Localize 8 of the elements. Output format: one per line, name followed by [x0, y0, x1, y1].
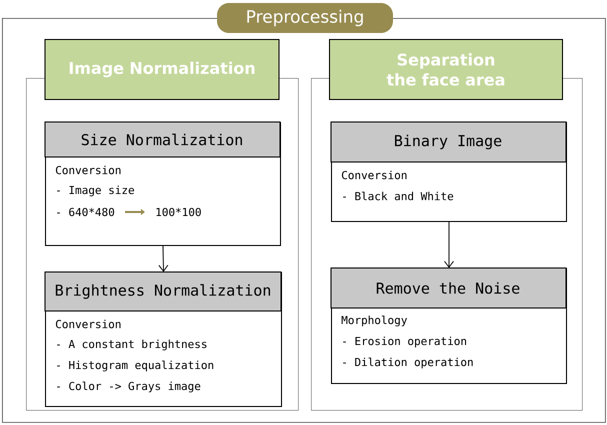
process-box: Size Normalization Conversion - Image size - 640*480 100*100: [44, 122, 281, 246]
process-box: Brightness Normalization Conversion - A constant brightness - Histogram equalization - Color -> Grays image: [44, 272, 282, 407]
arrow: [444, 222, 454, 268]
process-box: Binary Image Conversion - Black and White: [330, 122, 567, 222]
node-label: Image Normalization: [70, 62, 254, 78]
process-box: Remove the Noise Morphology - Erosion operation - Dilation operation: [330, 268, 567, 384]
arrow: [158, 246, 168, 272]
node-label: Separation: [398, 53, 494, 69]
